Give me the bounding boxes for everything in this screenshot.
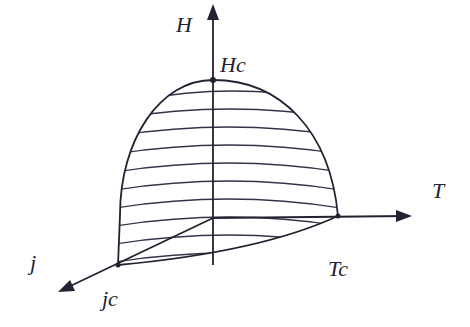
critical-surface-outline: [118, 80, 338, 265]
critical-temperature-label: Tc: [328, 258, 348, 280]
axis-label: H: [176, 14, 192, 36]
axes: [62, 8, 408, 290]
critical-current-label: jc: [102, 288, 118, 310]
arrowheads: [58, 4, 412, 292]
axis-label: T: [432, 180, 444, 202]
critical-field-label: Hc: [220, 54, 246, 76]
axis-label: j: [30, 252, 36, 274]
